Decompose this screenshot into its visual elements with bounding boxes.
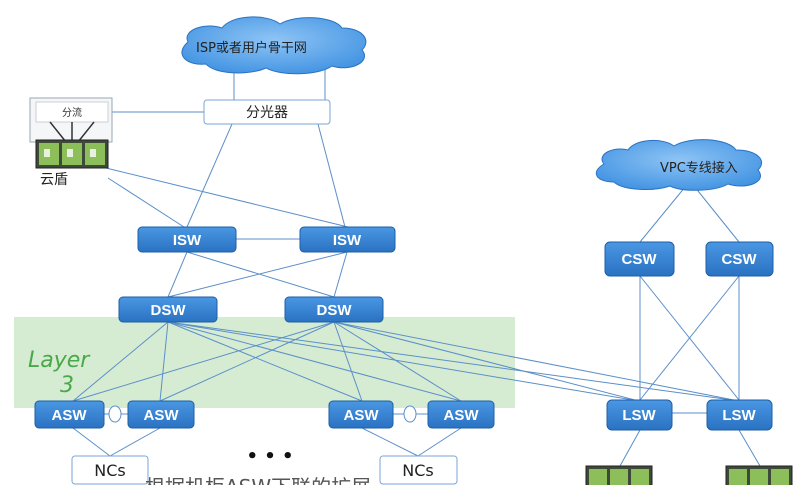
layer3-label-line1: Layer bbox=[28, 348, 91, 373]
nc-right-label: NCs bbox=[402, 461, 433, 480]
switch-lsw-2: LSW bbox=[706, 399, 773, 431]
layer3-label-line2: 3 bbox=[60, 373, 74, 398]
nc-box-right: NCs bbox=[379, 455, 458, 485]
shunt-label: 分流 bbox=[62, 106, 82, 119]
links bbox=[72, 66, 761, 467]
switch-dsw-2-label: DSW bbox=[317, 302, 353, 319]
switch-asw-1-label: ASW bbox=[52, 407, 88, 424]
switch-lsw-2-label: LSW bbox=[722, 407, 756, 424]
switch-asw-3: ASW bbox=[328, 400, 394, 429]
switch-csw-2-label: CSW bbox=[722, 251, 758, 268]
asw-peer-links bbox=[104, 405, 428, 423]
isp-cloud: ISP或者用户骨干网 bbox=[181, 16, 367, 75]
bottom-caption: 根据机柜ASW下联的扩展 bbox=[145, 475, 371, 485]
switch-isw-1: ISW bbox=[137, 226, 237, 253]
lsw-servers-left bbox=[585, 465, 653, 485]
splitter-label: 分光器 bbox=[246, 105, 288, 121]
switch-isw-1-label: ISW bbox=[173, 232, 202, 249]
switch-csw-1: CSW bbox=[604, 241, 675, 277]
switch-dsw-2: DSW bbox=[284, 296, 384, 323]
switch-isw-2: ISW bbox=[299, 226, 396, 253]
nc-box-left: NCs bbox=[71, 455, 149, 485]
nc-left-label: NCs bbox=[94, 461, 125, 480]
isp-cloud-label: ISP或者用户骨干网 bbox=[196, 40, 307, 56]
switch-isw-2-label: ISW bbox=[333, 232, 362, 249]
switch-lsw-1-label: LSW bbox=[622, 407, 656, 424]
vpc-cloud: VPC专线接入 bbox=[595, 139, 763, 191]
switch-dsw-1: DSW bbox=[118, 296, 218, 323]
yundun-label: 云盾 bbox=[40, 172, 68, 188]
switch-lsw-1: LSW bbox=[606, 399, 673, 431]
ellipsis: • • • bbox=[246, 446, 293, 467]
switch-csw-2: CSW bbox=[705, 241, 774, 277]
switch-asw-2-label: ASW bbox=[144, 407, 180, 424]
yundun-servers bbox=[35, 139, 109, 169]
lsw-servers-right bbox=[725, 465, 793, 485]
vpc-cloud-label: VPC专线接入 bbox=[660, 160, 738, 176]
switch-dsw-1-label: DSW bbox=[151, 302, 187, 319]
shunt-device: 分流 bbox=[29, 97, 113, 143]
switch-asw-2: ASW bbox=[127, 400, 195, 429]
switch-asw-1: ASW bbox=[34, 400, 105, 429]
switch-csw-1-label: CSW bbox=[622, 251, 658, 268]
switch-asw-3-label: ASW bbox=[344, 407, 380, 424]
switch-asw-4-label: ASW bbox=[444, 407, 480, 424]
splitter-box: 分光器 bbox=[203, 99, 331, 125]
switch-asw-4: ASW bbox=[427, 400, 495, 429]
